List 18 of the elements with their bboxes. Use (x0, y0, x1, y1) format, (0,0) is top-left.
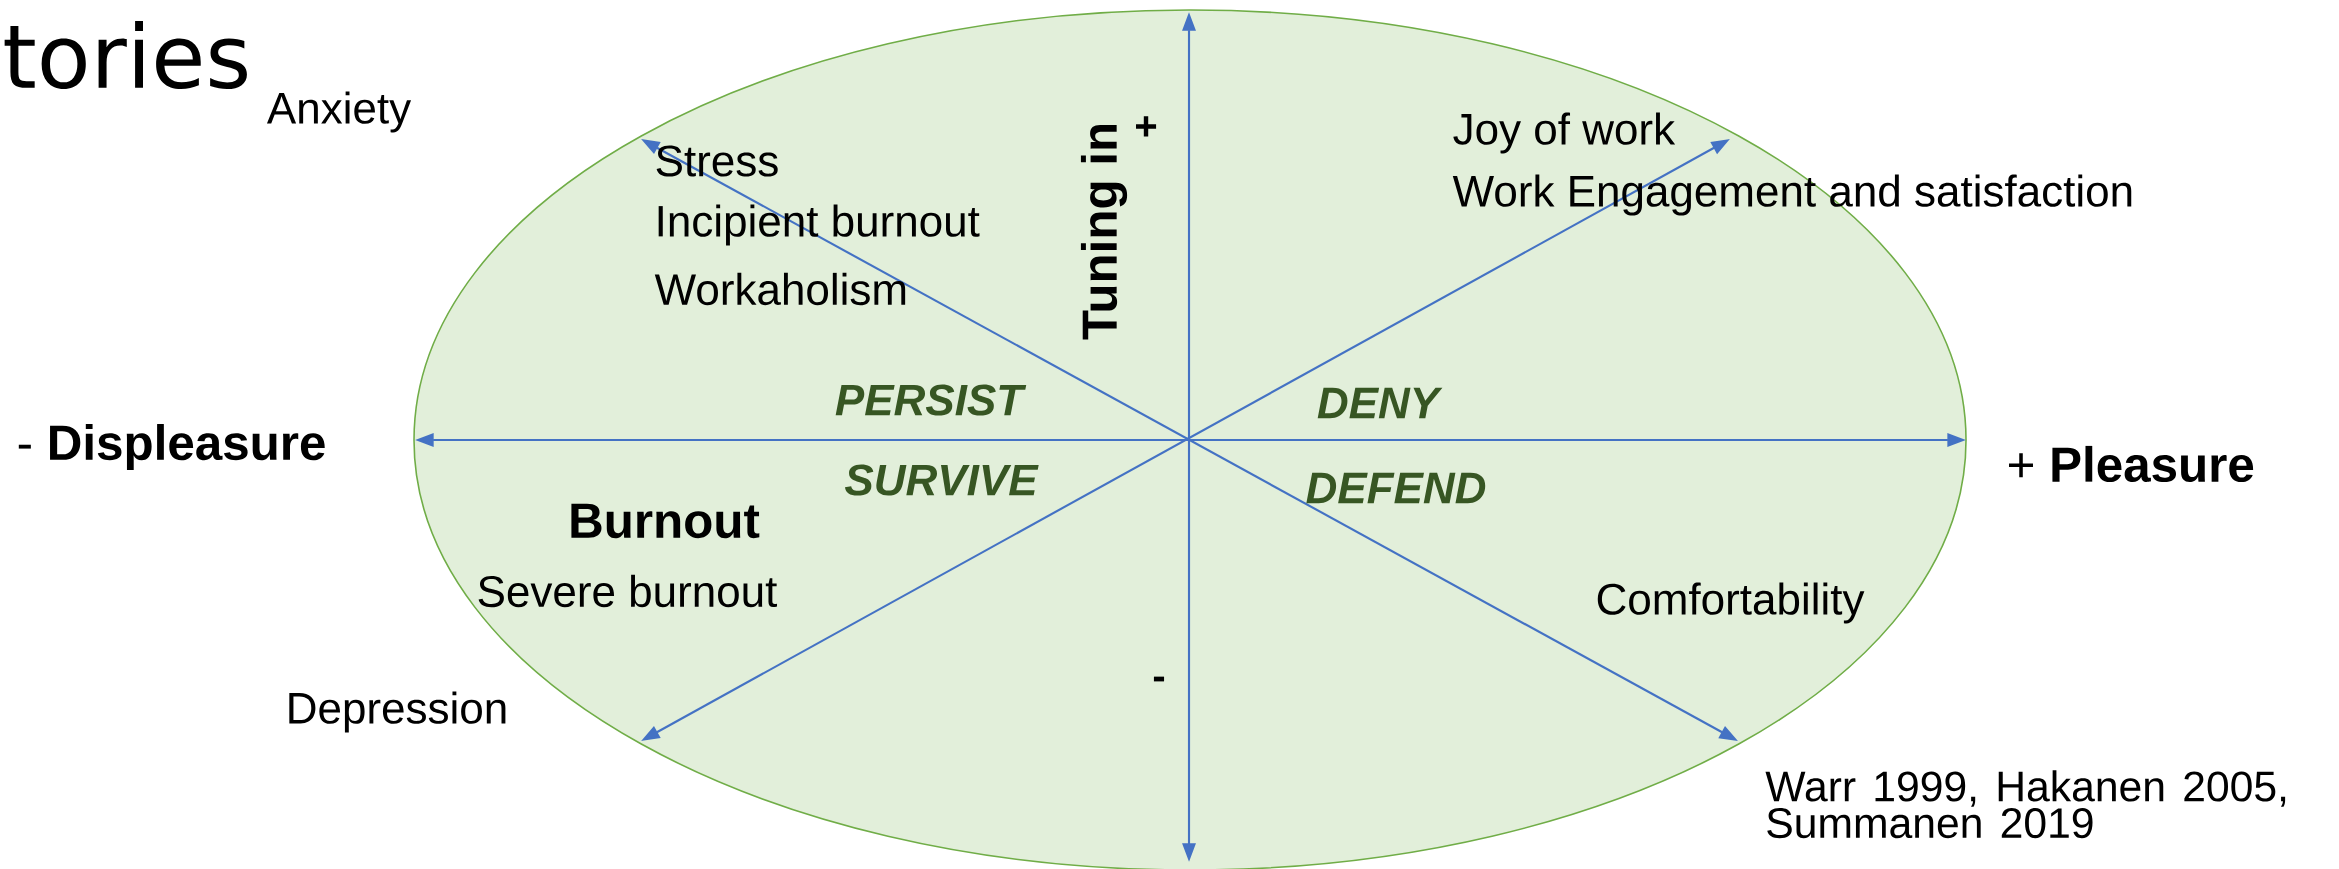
strategy-label: DEFEND (1306, 472, 1486, 504)
citation: Warr 1999, Hakanen 2005, Summanen 2019 (1765, 770, 2286, 839)
quadrant-heading: Burnout (571, 503, 760, 539)
quadrant-label: Workaholism (654, 272, 906, 306)
quadrant-label: Anxiety (266, 91, 412, 133)
quadrant-label: Severe burnout (478, 574, 777, 608)
axis-label: + Pleasure (2009, 445, 2254, 483)
axis-label: - Displeasure (18, 424, 325, 470)
strategy-label: SURVIVE (844, 464, 1039, 496)
axis-sign: - (1153, 676, 1165, 682)
quadrant-label: Depression (289, 691, 506, 733)
strategy-label: DENY (1317, 387, 1443, 419)
strategy-label: PERSIST (835, 384, 1027, 416)
axis-sign: + (1136, 116, 1157, 137)
axis-label: Tuning in (1080, 124, 1128, 340)
quadrant-label: Joy of work (1453, 112, 1676, 154)
title: tories (4, 20, 247, 90)
quadrant-label: Comfortability (1597, 582, 1865, 624)
